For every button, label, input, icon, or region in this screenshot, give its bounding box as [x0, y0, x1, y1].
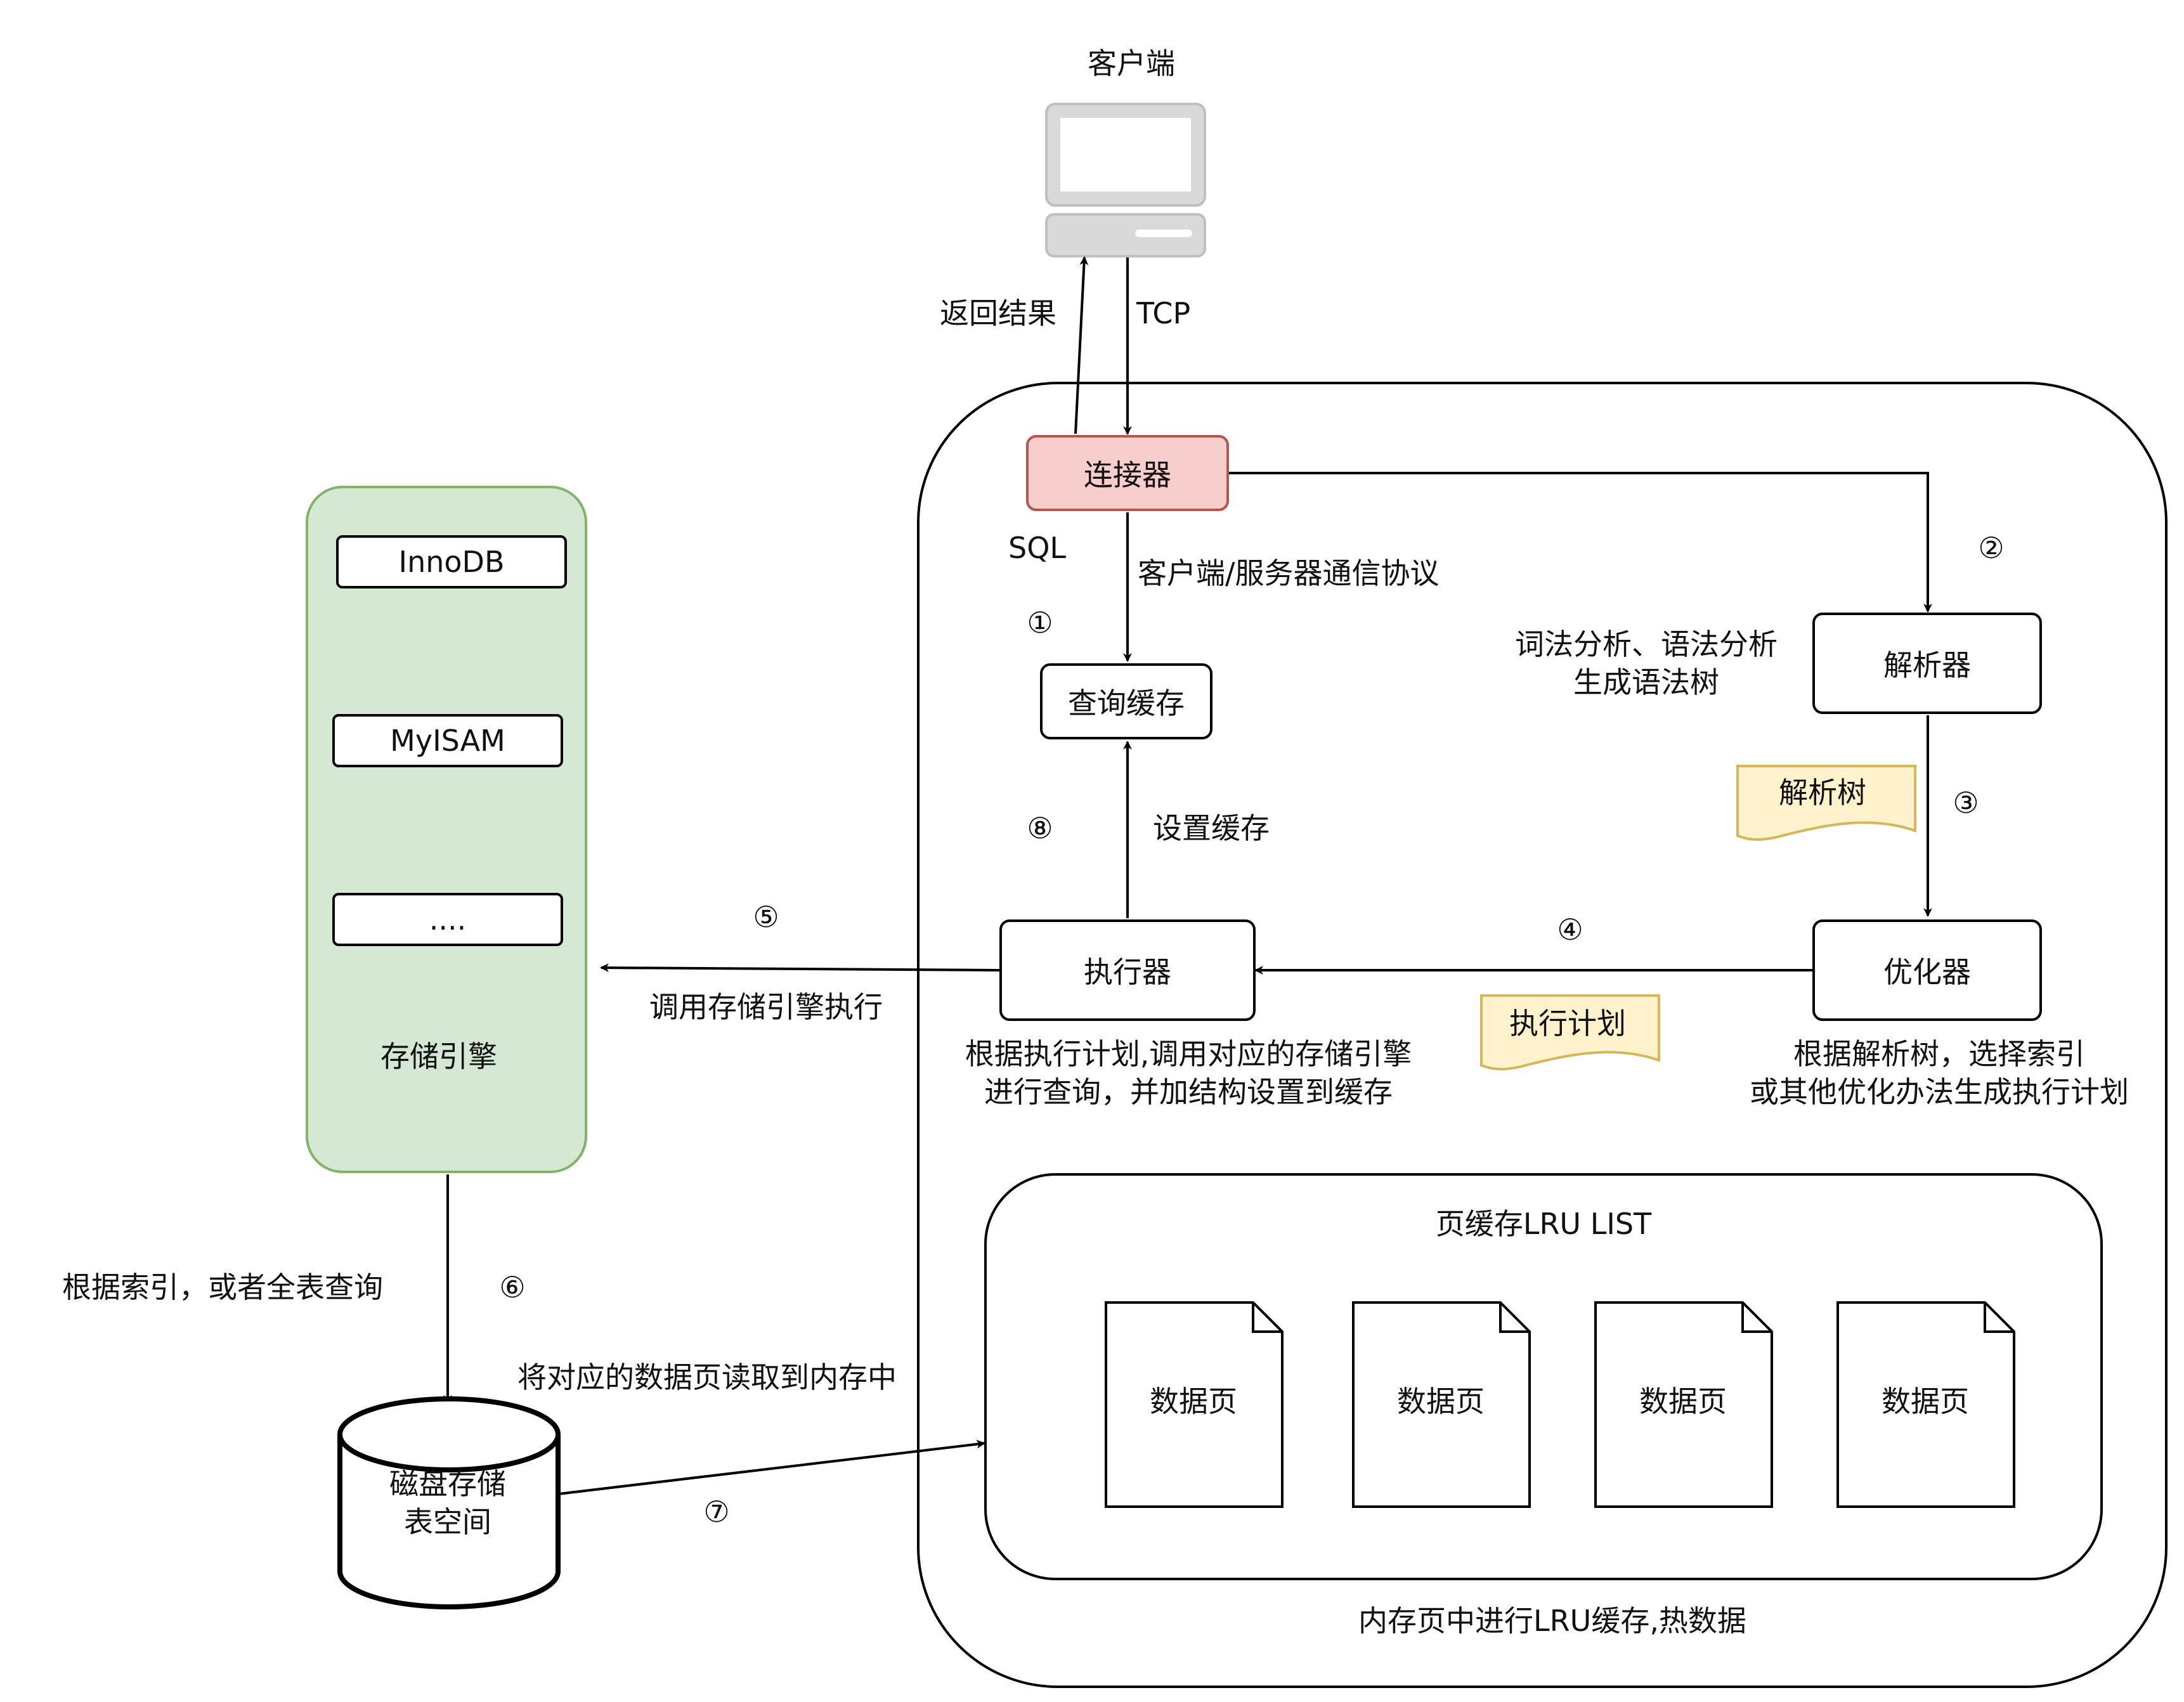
step-4-marker: ④ [1557, 913, 1583, 947]
protocol-label: 客户端/服务器通信协议 [1138, 556, 1440, 590]
connector-node[interactable]: 连接器 [1026, 435, 1229, 511]
step-6-marker: ⑥ [499, 1270, 526, 1304]
storage-engine-label: 存储引擎 [380, 1039, 497, 1074]
mysql-server-container [917, 382, 2168, 1688]
gen-tree-label: 生成语法树 [1573, 665, 1719, 699]
executor-node[interactable]: 执行器 [999, 919, 1256, 1021]
executor-desc-line2: 进行查询，并加结构设置到缓存 [984, 1075, 1393, 1109]
data-page-shape-1 [1105, 1301, 1284, 1508]
disk-to-buffer-arrow [557, 1439, 985, 1495]
return-result-arrow [1074, 256, 1089, 434]
by-index-label: 根据索引，或者全表查询 [62, 1270, 383, 1304]
data-page-shape-3 [1594, 1301, 1773, 1508]
optimizer-desc-line2: 或其他优化办法生成执行计划 [1750, 1075, 2129, 1109]
lexical-label: 词法分析、语法分析 [1515, 627, 1778, 661]
query-cache-node[interactable]: 查询缓存 [1040, 663, 1212, 739]
executor-to-engine-arrow [600, 963, 1000, 973]
client-label: 客户端 [1088, 46, 1175, 81]
read-pages-label: 将对应的数据页读取到内存中 [517, 1360, 897, 1394]
data-page-shape-4 [1836, 1301, 2015, 1508]
parse-tree-note-shape [1736, 765, 1916, 841]
sql-label: SQL [1008, 531, 1067, 565]
return-result-label: 返回结果 [940, 296, 1056, 330]
step-8-marker: ⑧ [1027, 811, 1053, 845]
data-page-1: 数据页 [1150, 1384, 1237, 1419]
lru-buffer-title: 页缓存LRU LIST [1435, 1207, 1652, 1241]
disk-cylinder-icon [337, 1396, 561, 1609]
disk-label-line2: 表空间 [404, 1505, 491, 1539]
step-5-marker: ⑤ [753, 900, 779, 934]
step-1-marker: ① [1027, 606, 1053, 640]
computer-icon [1045, 103, 1206, 257]
engine-item-innodb[interactable]: InnoDB [336, 535, 567, 588]
storage-engine-panel [306, 486, 587, 1173]
parse-tree-note: 解析树 [1779, 776, 1866, 810]
data-page-shape-2 [1352, 1301, 1531, 1508]
exec-plan-note-shape [1480, 994, 1660, 1070]
data-page-3: 数据页 [1639, 1384, 1727, 1419]
step-3-marker: ③ [1953, 786, 1979, 820]
optimizer-desc-line1: 根据解析树，选择索引 [1793, 1037, 2085, 1071]
data-page-4: 数据页 [1882, 1384, 1969, 1419]
lru-buffer-footer: 内存页中进行LRU缓存,热数据 [1358, 1604, 1746, 1638]
disk-label-line1: 磁盘存储 [389, 1467, 506, 1501]
executor-desc-line1: 根据执行计划,调用对应的存储引擎 [965, 1037, 1412, 1071]
exec-plan-note: 执行计划 [1509, 1006, 1626, 1041]
data-page-2: 数据页 [1397, 1384, 1485, 1419]
set-cache-label: 设置缓存 [1153, 811, 1270, 845]
lru-buffer-container [984, 1173, 2103, 1580]
parser-node[interactable]: 解析器 [1812, 613, 2042, 714]
connector-to-parser-arrow [1229, 472, 1932, 613]
call-engine-label: 调用存储引擎执行 [649, 990, 883, 1024]
engine-item-myisam[interactable]: MyISAM [332, 714, 563, 767]
engine-item-more[interactable]: .... [332, 893, 563, 946]
tcp-label: TCP [1136, 296, 1191, 330]
optimizer-node[interactable]: 优化器 [1812, 919, 2042, 1021]
step-2-marker: ② [1978, 531, 2005, 565]
step-7-marker: ⑦ [703, 1495, 730, 1529]
